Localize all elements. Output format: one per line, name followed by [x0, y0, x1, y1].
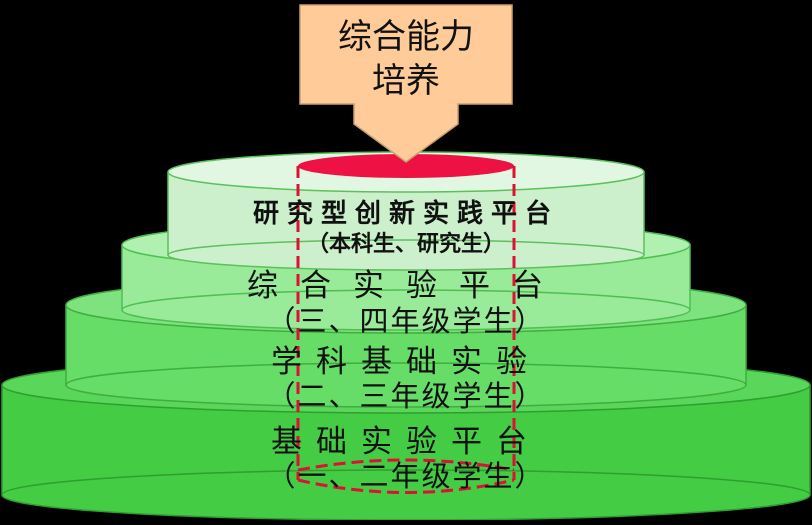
tier-1-title: 研究型创新实践平台 [253, 198, 559, 229]
tier-4-title: 基础实验平台 [271, 424, 541, 460]
core-dashed-column [296, 166, 516, 494]
top-box-line2: 培养 [372, 61, 440, 101]
tier-2-title: 综合实验平台 [247, 268, 565, 304]
tier-3-subtitle: （二、三年级学生） [266, 379, 545, 413]
top-callout-arrow [299, 4, 513, 163]
core-red-ellipse [298, 154, 514, 178]
tier-4-subtitle: （一、二年级学生） [266, 459, 545, 493]
tier-3-title: 学科基础实验 [271, 344, 541, 380]
top-box-line1: 综合能力 [338, 17, 474, 57]
tier-2-subtitle: （三、四年级学生） [266, 304, 545, 338]
tier-1-subtitle: （本科生、研究生） [307, 231, 505, 257]
